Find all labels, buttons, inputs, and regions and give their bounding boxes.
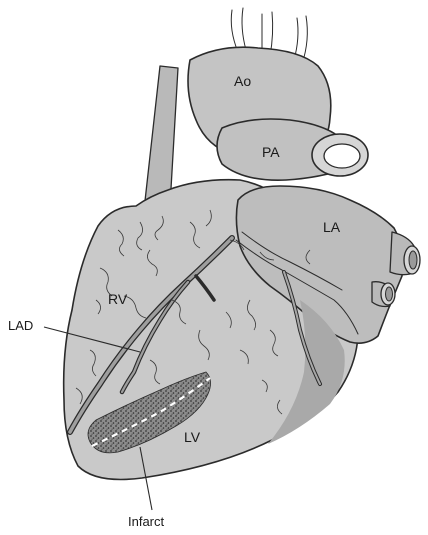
label-aorta: Ao [234,73,251,89]
label-pulmonary-artery: PA [262,144,280,160]
label-infarct: Infarct [128,514,165,529]
label-lad: LAD [8,318,33,333]
label-left-ventricle: LV [184,429,201,445]
pulmonary-artery-cut-end [312,134,368,176]
label-left-atrium: LA [323,219,341,235]
label-right-ventricle: RV [108,291,128,307]
